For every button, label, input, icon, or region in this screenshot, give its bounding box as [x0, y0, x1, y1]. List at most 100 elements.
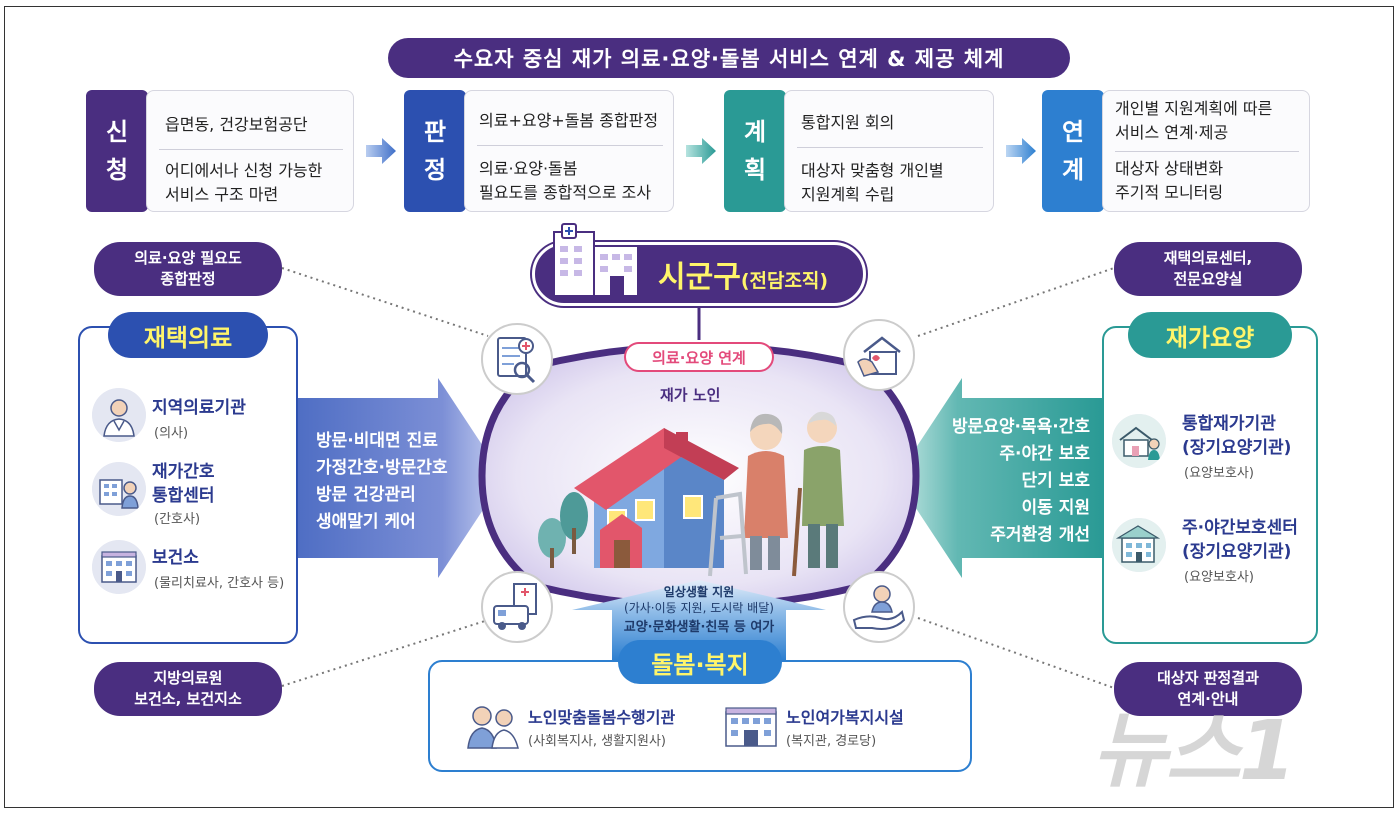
- org-sub: (요양보호사): [1184, 466, 1254, 481]
- step-tag-assess: 판 정: [404, 90, 466, 212]
- org-name: 주·야간보호센터: [1182, 518, 1298, 538]
- org-sub: (간호사): [154, 512, 201, 527]
- medical-checklist-icon: [481, 323, 553, 395]
- pill-line: 연계·안내: [1177, 690, 1239, 708]
- right-services-arrow: [896, 378, 1102, 578]
- panel-header-home-care: 재가요양: [1128, 312, 1292, 358]
- step-tag-char: 청: [105, 156, 129, 184]
- service-item: 생애말기 케어: [316, 512, 416, 532]
- panel-header-home-medical: 재택의료: [108, 312, 268, 358]
- pill-line: 전문요양실: [1173, 270, 1243, 288]
- pill-line: 재택의료센터,: [1163, 249, 1253, 267]
- step-line: 주기적 모니터링: [1115, 183, 1224, 202]
- service-item: 방문·비대면 진료: [316, 431, 438, 451]
- org-name: 보건소: [152, 548, 199, 568]
- org-sub: (요양보호사): [1184, 570, 1254, 585]
- service-item: 가정간호·방문간호: [316, 458, 448, 478]
- step-line: 필요도를 종합적으로 조사: [479, 183, 652, 202]
- health-center-icon: [92, 540, 146, 594]
- step-tag-char: 획: [743, 156, 767, 184]
- pill-line: 지방의료원: [153, 669, 223, 687]
- step-divider: [159, 149, 343, 150]
- step-tag-apply: 신 청: [86, 90, 148, 212]
- step-line: 서비스 구조 마련: [165, 185, 279, 204]
- caregivers-icon: [467, 706, 519, 749]
- step-tag-char: 신: [105, 118, 129, 146]
- step-divider: [797, 147, 983, 148]
- home-care-icon: [1112, 414, 1166, 468]
- step-line: 의료+요양+돌봄 종합판정: [479, 111, 659, 130]
- step-line: 통합지원 회의: [801, 113, 895, 132]
- arrow-right-icon: [686, 138, 716, 164]
- left-services-arrow: [298, 378, 504, 578]
- org-sub: (복지관, 경로당): [786, 734, 877, 749]
- pill-home-medical-center: 재택의료센터, 전문요양실: [1114, 242, 1302, 296]
- day-care-icon: [1112, 518, 1166, 572]
- ambulance-hospital-icon: [481, 571, 553, 643]
- pill-assessment: 의료·요양 필요도 종합판정: [94, 242, 282, 296]
- step-tag-char: 판: [423, 118, 447, 146]
- service-item: 이동 지원: [1021, 498, 1090, 518]
- right-services: 방문요양·목욕·간호 주·야간 보호 단기 보호 이동 지원 주거환경 개선: [942, 414, 1090, 549]
- pill-line: 보건소, 보건지소: [134, 690, 242, 708]
- step-tag-char: 정: [423, 156, 447, 184]
- step-line: 개인별 지원계획에 따른: [1115, 99, 1273, 118]
- service-item: 방문 건강관리: [316, 485, 416, 505]
- step-line: 의료·요양·돌봄: [479, 159, 578, 178]
- service-item: 방문요양·목욕·간호: [951, 417, 1090, 437]
- pill-line: 대상자 판정결과: [1157, 669, 1259, 687]
- service-item: 주·야간 보호: [999, 444, 1090, 464]
- step-divider: [477, 145, 663, 146]
- step-divider: [1115, 151, 1299, 152]
- org-name: 재가간호: [152, 462, 215, 482]
- step-line: 어디에서나 신청 가능한: [165, 161, 323, 180]
- panel-home-care: [1102, 326, 1318, 644]
- org-sub: (물리치료사, 간호사 등): [154, 576, 285, 591]
- step-box-assess: 의료+요양+돌봄 종합판정 의료·요양·돌봄 필요도를 종합적으로 조사: [464, 90, 674, 212]
- panel-header-care-welfare: 돌봄·복지: [618, 640, 782, 684]
- arrow-line: 일상생활 지원: [663, 585, 735, 599]
- pill-line: 종합판정: [160, 270, 216, 288]
- org-name: 통합재가기관: [1182, 414, 1276, 434]
- house-elders-illustration: [538, 411, 844, 577]
- diagram-title: 수요자 중심 재가 의료·요양·돌봄 서비스 연계 & 제공 체계: [388, 38, 1070, 78]
- org-name: 노인맞춤돌봄수행기관: [528, 708, 676, 727]
- doctor-icon: [92, 388, 146, 442]
- step-box-apply: 읍면동, 건강보험공단 어디에서나 신청 가능한 서비스 구조 마련: [146, 90, 354, 212]
- hub-title: 시군구(전담조직): [658, 252, 828, 296]
- step-line: 지원계획 수립: [801, 185, 895, 204]
- watermark-logo: 뉴스1: [1092, 704, 1296, 799]
- org-name: 지역의료기관: [152, 398, 246, 418]
- nurse-center-icon: [92, 462, 146, 516]
- left-services: 방문·비대면 진료 가정간호·방문간호 방문 건강관리 생애말기 케어: [316, 428, 448, 536]
- org-name: 노인여가복지시설: [786, 708, 904, 727]
- hub-title-main: 시군구: [658, 260, 741, 295]
- city-hall-building-icon: [553, 223, 639, 297]
- step-tag-char: 계: [1061, 156, 1085, 184]
- org-sub: (의사): [154, 426, 189, 441]
- step-tag-char: 연: [1061, 118, 1085, 146]
- welfare-facility-icon: [725, 707, 777, 747]
- subject-label: 재가 노인: [660, 386, 721, 404]
- step-box-plan: 통합지원 회의 대상자 맞춤형 개인별 지원계획 수립: [784, 90, 994, 212]
- pill-line: 의료·요양 필요도: [134, 249, 242, 267]
- caring-hand-icon: [843, 571, 915, 643]
- step-tag-plan: 계 획: [724, 90, 786, 212]
- step-line: 읍면동, 건강보험공단: [165, 115, 308, 134]
- step-line: 대상자 상태변화: [1115, 159, 1224, 178]
- home-care-hands-icon: [843, 319, 915, 391]
- step-line: 서비스 연계·제공: [1115, 123, 1229, 142]
- pill-local-medical: 지방의료원 보건소, 보건지소: [94, 662, 282, 716]
- org-name: (장기요양기관): [1182, 438, 1292, 458]
- step-box-link: 개인별 지원계획에 따른 서비스 연계·제공 대상자 상태변화 주기적 모니터링: [1102, 90, 1310, 212]
- org-sub: (사회복지사, 생활지원사): [528, 734, 667, 749]
- service-item: 단기 보호: [1021, 471, 1090, 491]
- service-item: 주거환경 개선: [990, 525, 1090, 545]
- arrow-right-icon: [1006, 138, 1036, 164]
- arrow-line: (가사·이동 지원, 도시락 배달): [624, 601, 774, 615]
- bottom-arrow-text: 일상생활 지원 (가사·이동 지원, 도시락 배달) 교양·문화생활·친목 등 …: [572, 584, 826, 636]
- org-name: 통합센터: [152, 486, 215, 506]
- pill-result-link: 대상자 판정결과 연계·안내: [1114, 662, 1302, 716]
- arrow-right-icon: [366, 138, 396, 164]
